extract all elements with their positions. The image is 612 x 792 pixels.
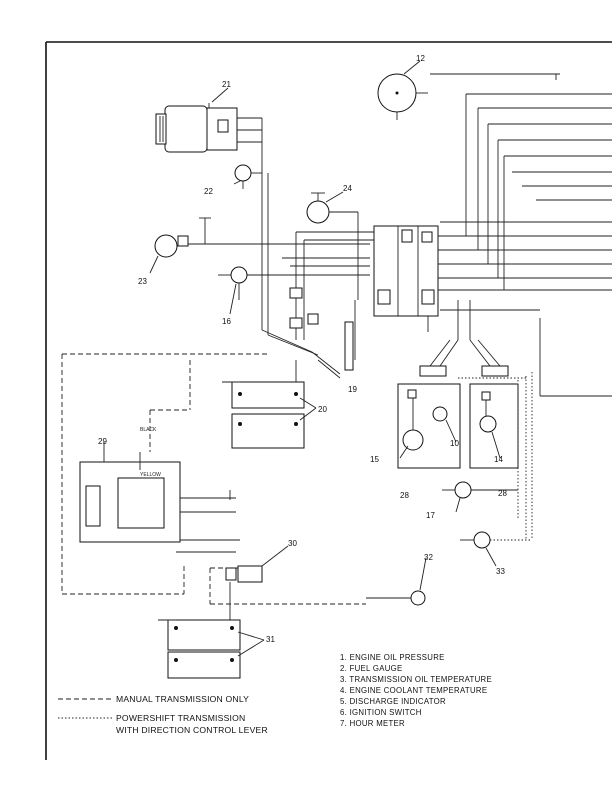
gauge-key-item-6: 6. IGNITION SWITCH	[340, 708, 422, 717]
battery-31	[158, 619, 241, 679]
callout-33: 33	[496, 567, 505, 576]
alternator-29	[79, 452, 236, 553]
callout-17: 17	[426, 511, 435, 520]
callout-24: 24	[343, 184, 352, 193]
sender-24	[306, 192, 358, 224]
callout-20: 20	[318, 405, 327, 414]
connector-block	[289, 225, 439, 329]
wire-label-yellow: YELLOW	[140, 472, 161, 478]
callout-16: 16	[222, 317, 231, 326]
callout-23: 23	[138, 277, 147, 286]
lamp-12	[377, 73, 428, 120]
callout-14: 14	[494, 455, 503, 464]
callout-32: 32	[424, 553, 433, 562]
callout-12: 12	[416, 54, 425, 63]
gauge-key-item-4: 4. ENGINE COOLANT TEMPERATURE	[340, 686, 487, 695]
legend-manual-label: MANUAL TRANSMISSION ONLY	[116, 694, 249, 704]
relay-30	[225, 565, 263, 628]
gauge-key-item-2: 2. FUEL GAUGE	[340, 664, 403, 673]
sender-16	[218, 266, 265, 300]
sender-22	[234, 164, 262, 189]
callout-22: 22	[204, 187, 213, 196]
leader-lines	[103, 60, 501, 657]
legend-powershift-label-1: POWERSHIFT TRANSMISSION	[116, 713, 245, 723]
line-legend	[58, 698, 112, 719]
callout-10: 10	[450, 439, 459, 448]
callout-28-left: 28	[400, 491, 409, 500]
callout-28-right: 28	[498, 489, 507, 498]
gauge-box-28-right	[469, 383, 519, 469]
switch-23	[154, 217, 240, 258]
sender-17	[442, 481, 518, 499]
callout-29: 29	[98, 437, 107, 446]
gauge-plugs	[419, 339, 509, 377]
gauge-key-item-3: 3. TRANSMISSION OIL TEMPERATURE	[340, 675, 492, 684]
gauge-key-item-5: 5. DISCHARGE INDICATOR	[340, 697, 446, 706]
harness-wires	[240, 118, 375, 375]
gauge-key-item-7: 7. HOUR METER	[340, 719, 405, 728]
battery-20	[222, 360, 305, 449]
wire-label-black: BLACK	[140, 427, 157, 433]
callout-31: 31	[266, 635, 275, 644]
switch-33	[460, 531, 532, 549]
callout-15: 15	[370, 455, 379, 464]
right-bus	[427, 73, 612, 397]
callout-19: 19	[348, 385, 357, 394]
callout-21: 21	[222, 80, 231, 89]
callout-30: 30	[288, 539, 297, 548]
lamp-32	[366, 590, 426, 606]
gauge-key-item-1: 1. ENGINE OIL PRESSURE	[340, 653, 445, 662]
legend-powershift-label-2: WITH DIRECTION CONTROL LEVER	[116, 725, 268, 735]
alternator-21	[155, 103, 262, 153]
gauge-box-28-left	[397, 383, 461, 469]
